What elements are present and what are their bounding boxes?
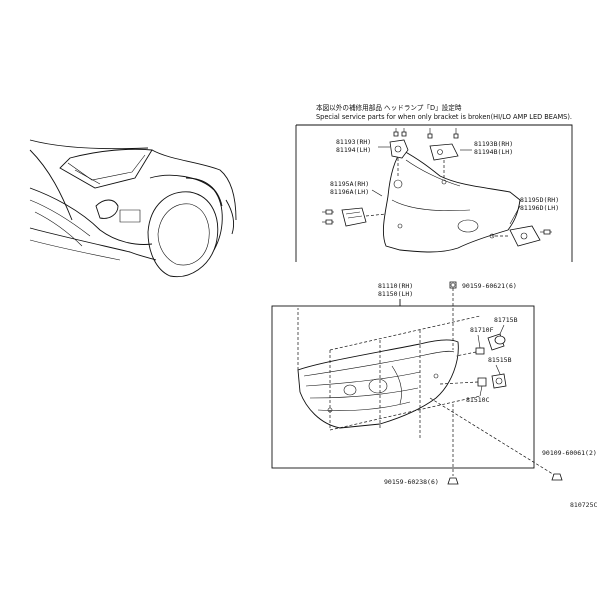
label-81110-rh: 81110(RH) — [378, 282, 413, 290]
assembly-box — [271, 305, 535, 469]
label-81196a-lh: 81196A(LH) — [330, 188, 369, 196]
label-81510c: 81510C — [466, 396, 490, 404]
part-81193b-bracket: 81193B(RH) 81194B(LH) — [427, 128, 513, 178]
label-81196d-lh: 81196D(LH) — [520, 204, 559, 212]
label-81195a-rh: 81195A(RH) — [330, 180, 369, 188]
label-81193b-rh: 81193B(RH) — [474, 140, 513, 148]
headlamp-unit — [297, 308, 481, 440]
bolt-90109-60061: 90109-60061(2) — [429, 397, 597, 481]
part-81710f-socket: 81710F — [455, 326, 494, 357]
special-service-parts-group: 本図以外の補修用部品 ヘッドランプ「D」設定時 Special service … — [295, 103, 573, 262]
diagram-ref-code: 810725C — [570, 501, 597, 509]
label-81715b: 81715B — [494, 316, 518, 324]
part-81510c-socket: 81510C — [439, 377, 490, 404]
headlamp-assembly-group: 81110(RH) 81150(LH) 81715B — [271, 282, 535, 469]
label-90109-60061: 90109-60061(2) — [542, 449, 597, 457]
label-81710f: 81710F — [470, 326, 494, 334]
note-japanese: 本図以外の補修用部品 ヘッドランプ「D」設定時 — [316, 103, 462, 112]
vehicle-front-illustration — [29, 139, 237, 278]
label-81194-lh: 81194(LH) — [336, 146, 371, 154]
label-90159-60621: 90159-60621(6) — [462, 282, 517, 290]
bolt-90159-60621: 90159-60621(6) — [449, 281, 517, 350]
label-81193-rh: 81193(RH) — [336, 138, 371, 146]
bolt-90159-60238: 90159-60238(6) — [384, 404, 459, 486]
label-81515b: 81515B — [488, 356, 512, 364]
part-81193-bracket: 81193(RH) 81194(LH) — [336, 128, 409, 178]
label-81150-lh: 81150(LH) — [378, 290, 413, 298]
label-81194b-lh: 81194B(LH) — [474, 148, 513, 156]
label-90159-60238: 90159-60238(6) — [384, 478, 439, 486]
part-81195a-bracket: 81195A(RH) 81196A(LH) — [322, 180, 387, 227]
note-english: Special service parts for when only brac… — [316, 113, 572, 121]
headlamp-housing-outline — [383, 149, 521, 253]
part-81715b-bulb: 81715B — [487, 316, 518, 351]
part-81515b-bulb: 81515B — [488, 356, 512, 389]
part-81195d-bracket: 81195D(RH) 81196D(LH) — [492, 196, 559, 247]
label-81195d-rh: 81195D(RH) — [520, 196, 559, 204]
